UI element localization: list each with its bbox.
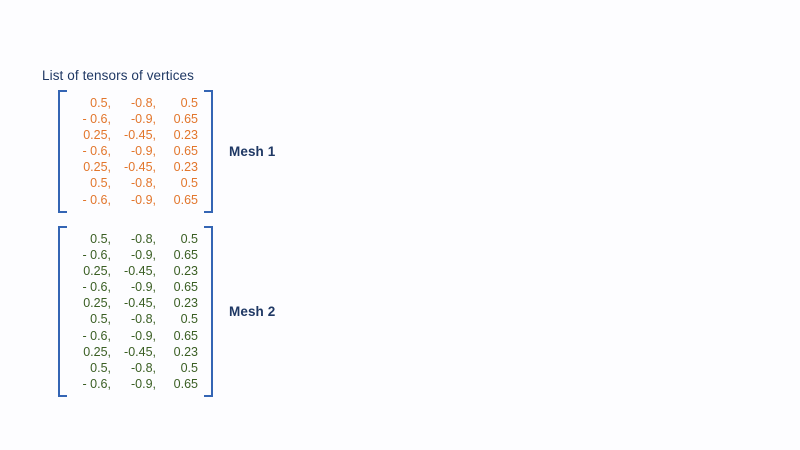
matrix-cell: 0.5 <box>180 96 198 110</box>
matrix-cell: -0.45, <box>124 128 156 143</box>
matrix-cell: -0.45, <box>124 344 156 359</box>
matrix-cell: 0.5 <box>180 176 198 191</box>
left-bracket-icon <box>58 226 67 397</box>
matrix-cell: 0.23 <box>173 344 198 359</box>
page-title: List of tensors of vertices <box>42 68 195 83</box>
matrix-cell: - 0.6, <box>82 280 112 295</box>
matrix-cell: - 0.6, <box>82 192 112 207</box>
matrix-cell: - 0.6, <box>82 376 112 391</box>
matrix-cell: 0.5, <box>90 360 111 375</box>
matrix-cell: 0.5 <box>180 360 198 375</box>
matrix-row: 0.25, -0.45, 0.23 <box>73 263 198 279</box>
matrix-row: 0.5, -0.8, 0.5 <box>73 311 198 327</box>
matrix-cell: 0.25, <box>83 296 111 311</box>
right-bracket-icon <box>204 226 213 397</box>
matrix-row: - 0.6, -0.9, 0.65 <box>73 328 199 344</box>
matrix-cell: -0.45, <box>124 160 156 175</box>
matrix-row: 0.5, -0.8, 0.5 <box>73 360 198 376</box>
mesh-label-2: Mesh 2 <box>229 303 276 319</box>
matrix-row: - 0.6, -0.9, 0.65 <box>73 111 199 127</box>
matrix-cell: 0.23 <box>173 128 198 143</box>
matrix-cell: -0.8, <box>130 176 156 191</box>
matrix-cell: -0.9, <box>130 248 156 263</box>
matrix-cell: -0.45, <box>124 264 156 279</box>
matrix-cell: 0.65 <box>173 248 198 263</box>
matrix-cell: 0.25, <box>83 160 111 175</box>
matrix-cell: 0.65 <box>173 328 198 343</box>
matrix-cell: 0.5, <box>90 312 111 327</box>
matrix-row: 0.25, -0.45, 0.23 <box>73 127 198 143</box>
matrix-cell: - 0.6, <box>82 328 112 343</box>
matrix-row: 0.5, -0.8, 0.5 <box>73 231 198 247</box>
matrix-row: - 0.6, -0.9, 0.65 <box>73 376 199 392</box>
matrix-row: 0.25, -0.45, 0.23 <box>73 159 198 175</box>
matrix-cell: -0.8, <box>130 360 156 375</box>
matrix-row: 0.25, -0.45, 0.23 <box>73 295 198 311</box>
left-bracket-icon <box>58 90 67 213</box>
matrix-row: 0.5, -0.8, 0.5 <box>73 175 198 191</box>
matrix-cell: -0.45, <box>124 296 156 311</box>
matrix-cell: 0.65 <box>173 192 198 207</box>
matrix-cell: -0.9, <box>130 112 156 127</box>
matrix-cell: -0.9, <box>130 144 156 159</box>
matrix-cell: 0.25, <box>83 264 111 279</box>
matrix-cell: 0.65 <box>173 144 198 159</box>
matrix-cell: 0.5, <box>90 96 111 110</box>
mesh-label-1: Mesh 1 <box>229 143 276 159</box>
matrix-cell: - 0.6, <box>82 144 112 159</box>
matrix-cell: 0.23 <box>173 160 198 175</box>
matrix-cell: - 0.6, <box>82 248 112 263</box>
matrix-row: - 0.6, -0.9, 0.65 <box>73 192 199 208</box>
matrix-cell: 0.5, <box>90 232 111 246</box>
matrix-row: - 0.6, -0.9, 0.65 <box>73 143 199 159</box>
right-bracket-icon <box>204 90 213 213</box>
matrix-row: 0.5, -0.8, 0.5 <box>73 95 198 111</box>
matrix-cell: -0.8, <box>130 96 156 110</box>
matrix-cell: 0.5 <box>180 232 198 246</box>
matrix-cell: -0.8, <box>130 312 156 327</box>
matrix-cell: -0.9, <box>130 328 156 343</box>
matrix-cell: 0.5, <box>90 176 111 191</box>
matrix-cell: - 0.6, <box>82 112 112 127</box>
matrix-row: - 0.6, -0.9, 0.65 <box>73 279 199 295</box>
matrix-cell: 0.65 <box>173 280 198 295</box>
matrix-cell: -0.8, <box>130 232 156 246</box>
matrix-row: 0.25, -0.45, 0.23 <box>73 344 198 360</box>
matrix-cell: 0.23 <box>173 264 198 279</box>
matrix-row: - 0.6, -0.9, 0.65 <box>73 247 199 263</box>
matrix-cell: 0.65 <box>173 376 198 391</box>
matrix-cell: -0.9, <box>130 280 156 295</box>
matrix-cell: 0.23 <box>173 296 198 311</box>
matrix-cell: 0.65 <box>173 112 198 127</box>
matrix-cell: 0.5 <box>180 312 198 327</box>
matrix-cell: 0.25, <box>83 344 111 359</box>
matrix-cell: -0.9, <box>130 192 156 207</box>
matrix-cell: -0.9, <box>130 376 156 391</box>
matrix-cell: 0.25, <box>83 128 111 143</box>
